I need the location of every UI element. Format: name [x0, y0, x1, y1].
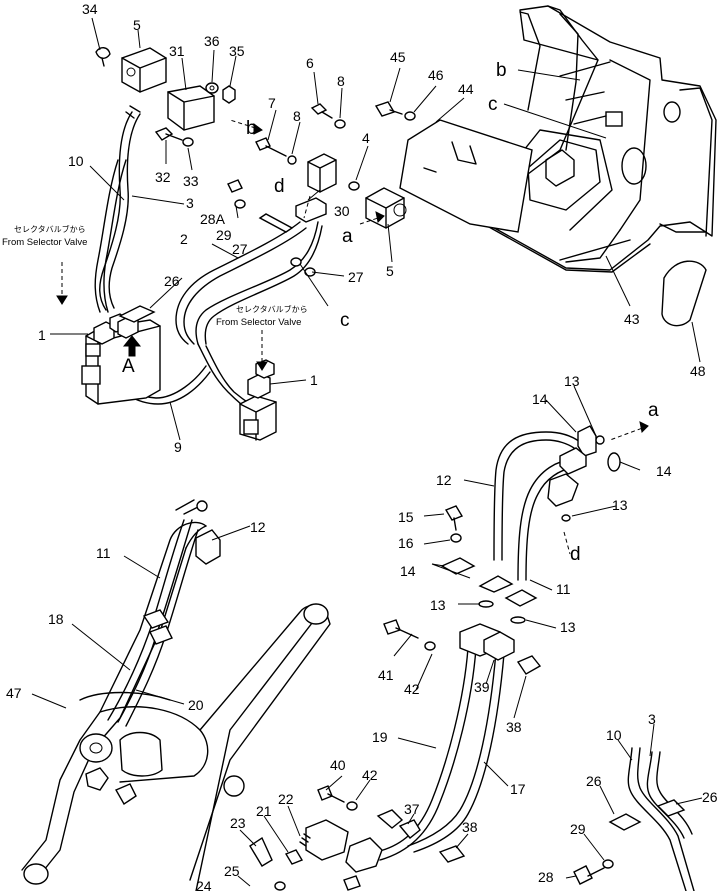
callout-44: 44 — [458, 81, 474, 97]
callout-36: 36 — [204, 33, 220, 49]
callout-28A: 28A — [200, 211, 226, 227]
pipe-subassembly — [249, 619, 542, 891]
callout-1: 1 — [38, 327, 46, 343]
callout-9: 9 — [174, 439, 182, 455]
callout-26: 26 — [164, 273, 180, 289]
callout-21: 21 — [256, 803, 272, 819]
callout-1: 1 — [310, 372, 318, 388]
ref-letter-c: c — [488, 94, 498, 115]
callout-32: 32 — [155, 169, 171, 185]
leader-lines — [31, 17, 703, 887]
loader-frame — [374, 5, 717, 327]
callout-16: 16 — [398, 535, 414, 551]
callout-8: 8 — [337, 73, 345, 89]
callout-26: 26 — [702, 789, 718, 805]
callout-42: 42 — [404, 681, 420, 697]
note-jp-right: セレクタバルブから — [236, 304, 308, 314]
callout-14: 14 — [532, 391, 548, 407]
callout-29: 29 — [216, 227, 232, 243]
callout-14: 14 — [400, 563, 416, 579]
callout-3: 3 — [648, 711, 656, 727]
callout-42: 42 — [362, 767, 378, 783]
callout-10: 10 — [68, 153, 84, 169]
callout-26: 26 — [586, 773, 602, 789]
callout-19: 19 — [372, 729, 388, 745]
callout-34: 34 — [82, 1, 98, 17]
callout-12: 12 — [436, 472, 452, 488]
callout-27: 27 — [232, 241, 248, 257]
valve-piping-assembly — [81, 47, 407, 441]
ref-letter-d: d — [274, 176, 285, 197]
callout-5: 5 — [386, 263, 394, 279]
ref-letter-b: b — [246, 118, 257, 139]
callout-7: 7 — [268, 95, 276, 111]
callout-10: 10 — [606, 727, 622, 743]
boom-arm — [21, 499, 331, 891]
callout-27: 27 — [348, 269, 364, 285]
callout-5: 5 — [133, 17, 141, 33]
callout-38: 38 — [462, 819, 478, 835]
callout-labels: 34 5 31 36 35 6 8 7 8 4 45 46 44 10 32 3… — [6, 1, 718, 891]
callout-23: 23 — [230, 815, 246, 831]
note-jp-left: セレクタバルブから — [14, 224, 86, 234]
callout-48: 48 — [690, 363, 706, 379]
ref-letter-d: d — [570, 544, 581, 565]
ref-letter-b: b — [496, 60, 507, 81]
callout-35: 35 — [229, 43, 245, 59]
callout-3: 3 — [186, 195, 194, 211]
callout-13: 13 — [564, 373, 580, 389]
callout-39: 39 — [474, 679, 490, 695]
notes: セレクタバルブから From Selector Valve セレクタバルブから … — [2, 224, 308, 328]
callout-11: 11 — [556, 581, 571, 597]
ref-letter-a: a — [648, 400, 659, 421]
callout-33: 33 — [183, 173, 199, 189]
callout-11: 11 — [96, 545, 111, 561]
pipe-detail — [573, 747, 695, 891]
hose-subassembly — [440, 425, 621, 624]
callout-24: 24 — [196, 878, 212, 891]
callout-40: 40 — [330, 757, 346, 773]
callout-43: 43 — [624, 311, 640, 327]
callout-37: 37 — [404, 801, 420, 817]
callout-13: 13 — [560, 619, 576, 635]
ref-letter-a: a — [342, 226, 353, 247]
reference-letters: b b c c d d a a A — [122, 60, 659, 565]
ref-letter-c: c — [340, 310, 350, 331]
callout-28: 28 — [538, 869, 554, 885]
callout-25: 25 — [224, 863, 240, 879]
callout-45: 45 — [390, 49, 406, 65]
callout-29: 29 — [570, 821, 586, 837]
callout-22: 22 — [278, 791, 294, 807]
callout-8: 8 — [293, 108, 301, 124]
callout-31: 31 — [169, 43, 185, 59]
callout-6: 6 — [306, 55, 314, 71]
callout-46: 46 — [428, 67, 444, 83]
callout-2: 2 — [180, 231, 188, 247]
callout-18: 18 — [48, 611, 64, 627]
callout-13: 13 — [612, 497, 628, 513]
callout-30: 30 — [334, 203, 350, 219]
callout-47: 47 — [6, 685, 22, 701]
callout-15: 15 — [398, 509, 414, 525]
callout-41: 41 — [378, 667, 394, 683]
note-en-left: From Selector Valve — [2, 237, 87, 248]
callout-17: 17 — [510, 781, 526, 797]
note-en-right: From Selector Valve — [216, 317, 301, 328]
callout-20: 20 — [188, 697, 204, 713]
callout-4: 4 — [362, 130, 370, 146]
view-label-A: A — [122, 356, 135, 377]
callout-13: 13 — [430, 597, 446, 613]
callout-38: 38 — [506, 719, 522, 735]
callout-12: 12 — [250, 519, 266, 535]
callout-14: 14 — [656, 463, 672, 479]
